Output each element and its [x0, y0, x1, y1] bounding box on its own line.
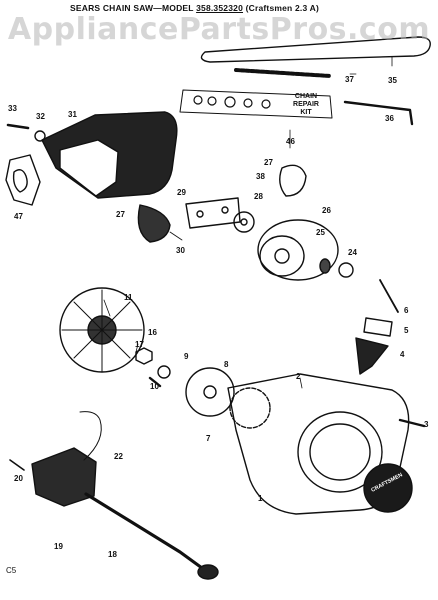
- part-number-16[interactable]: 16: [148, 328, 157, 337]
- hex-wrench: [343, 100, 414, 126]
- kit-label-line-2: REPAIR: [293, 101, 319, 108]
- starter-handle: [355, 337, 389, 375]
- part-number-10[interactable]: 10: [150, 382, 159, 391]
- part-number-4[interactable]: 4: [400, 350, 405, 359]
- kit-label-line-1: CHAIN: [294, 93, 318, 100]
- brand-decal: [363, 463, 413, 513]
- part-number-35[interactable]: 35: [388, 76, 397, 85]
- part-number-11[interactable]: 11: [124, 293, 133, 302]
- part-number-8[interactable]: 8: [224, 360, 229, 369]
- part-number-22[interactable]: 22: [114, 452, 123, 461]
- part-number-37[interactable]: 37: [345, 75, 354, 84]
- starter-pulley: [185, 367, 235, 417]
- part-number-20[interactable]: 20: [14, 474, 23, 483]
- throttle-rod: [379, 279, 399, 313]
- ignition-module: [31, 447, 97, 507]
- part-number-27[interactable]: 27: [264, 158, 273, 167]
- corner-code: C5: [6, 566, 17, 575]
- part-number-5[interactable]: 5: [404, 326, 409, 335]
- part-number-36[interactable]: 36: [385, 114, 394, 123]
- part-number-46[interactable]: 46: [286, 137, 295, 146]
- clutch-clip: [279, 164, 307, 197]
- part-number-30[interactable]: 30: [176, 246, 185, 255]
- spark-plug-boot: [197, 564, 219, 580]
- flywheel-nut: [135, 347, 153, 365]
- kit-label-line-3: KIT: [300, 109, 312, 116]
- housing-screw: [398, 418, 426, 428]
- cover-screw: [6, 123, 30, 130]
- part-number-33[interactable]: 33: [8, 104, 17, 113]
- model-number-link[interactable]: 358.352320: [196, 3, 244, 13]
- watermark: AppliancePartsPros.com: [7, 12, 431, 47]
- title-prefix: SEARS CHAIN SAW—MODEL: [70, 3, 197, 13]
- rewind-spring: [229, 387, 271, 429]
- part-number-24[interactable]: 24: [348, 248, 357, 257]
- brake-band: [137, 204, 171, 243]
- part-number-18[interactable]: 18: [108, 550, 117, 559]
- ground-wire: [9, 459, 25, 471]
- part-number-7[interactable]: 7: [206, 434, 211, 443]
- flywheel-washer: [157, 365, 171, 379]
- part-number-19[interactable]: 19: [54, 542, 63, 551]
- part-number-28[interactable]: 28: [254, 192, 263, 201]
- clutch-drum: [257, 219, 339, 281]
- part-number-27b[interactable]: 27: [116, 210, 125, 219]
- part-number-2[interactable]: 2: [296, 372, 301, 381]
- kit-chain-links: [193, 95, 271, 109]
- part-number-6[interactable]: 6: [404, 306, 409, 315]
- part-number-26[interactable]: 26: [322, 206, 331, 215]
- chain-repair-kit-box: [179, 89, 333, 119]
- guide-bar: [200, 36, 431, 63]
- part-number-9[interactable]: 9: [184, 352, 189, 361]
- saw-chain: [234, 68, 332, 78]
- part-number-29[interactable]: 29: [177, 188, 186, 197]
- part-number-47[interactable]: 47: [14, 212, 23, 221]
- part-number-31[interactable]: 31: [68, 110, 77, 119]
- part-number-25[interactable]: 25: [316, 228, 325, 237]
- chain-brake-bracket: [185, 197, 241, 229]
- page-title: SEARS CHAIN SAW—MODEL 358.352320 (Crafts…: [70, 3, 319, 13]
- title-suffix: (Craftsmen 2.3 A): [243, 3, 320, 13]
- chain-repair-kit-label: CHAIN REPAIR KIT: [280, 93, 332, 117]
- part-number-32[interactable]: 32: [36, 112, 45, 121]
- needle-bearing: [319, 258, 331, 274]
- cover-washer: [34, 130, 46, 142]
- part-number-17[interactable]: 17: [135, 340, 144, 349]
- part-number-1[interactable]: 1: [258, 494, 263, 503]
- washer-28: [233, 211, 255, 233]
- part-number-3[interactable]: 3: [424, 420, 429, 429]
- bolt-10: [148, 376, 162, 388]
- handle-grommet: [363, 317, 393, 337]
- bar-plate: [5, 154, 41, 206]
- part-number-38[interactable]: 38: [256, 172, 265, 181]
- spark-plug-lead: [84, 492, 204, 570]
- washer-24: [338, 262, 354, 278]
